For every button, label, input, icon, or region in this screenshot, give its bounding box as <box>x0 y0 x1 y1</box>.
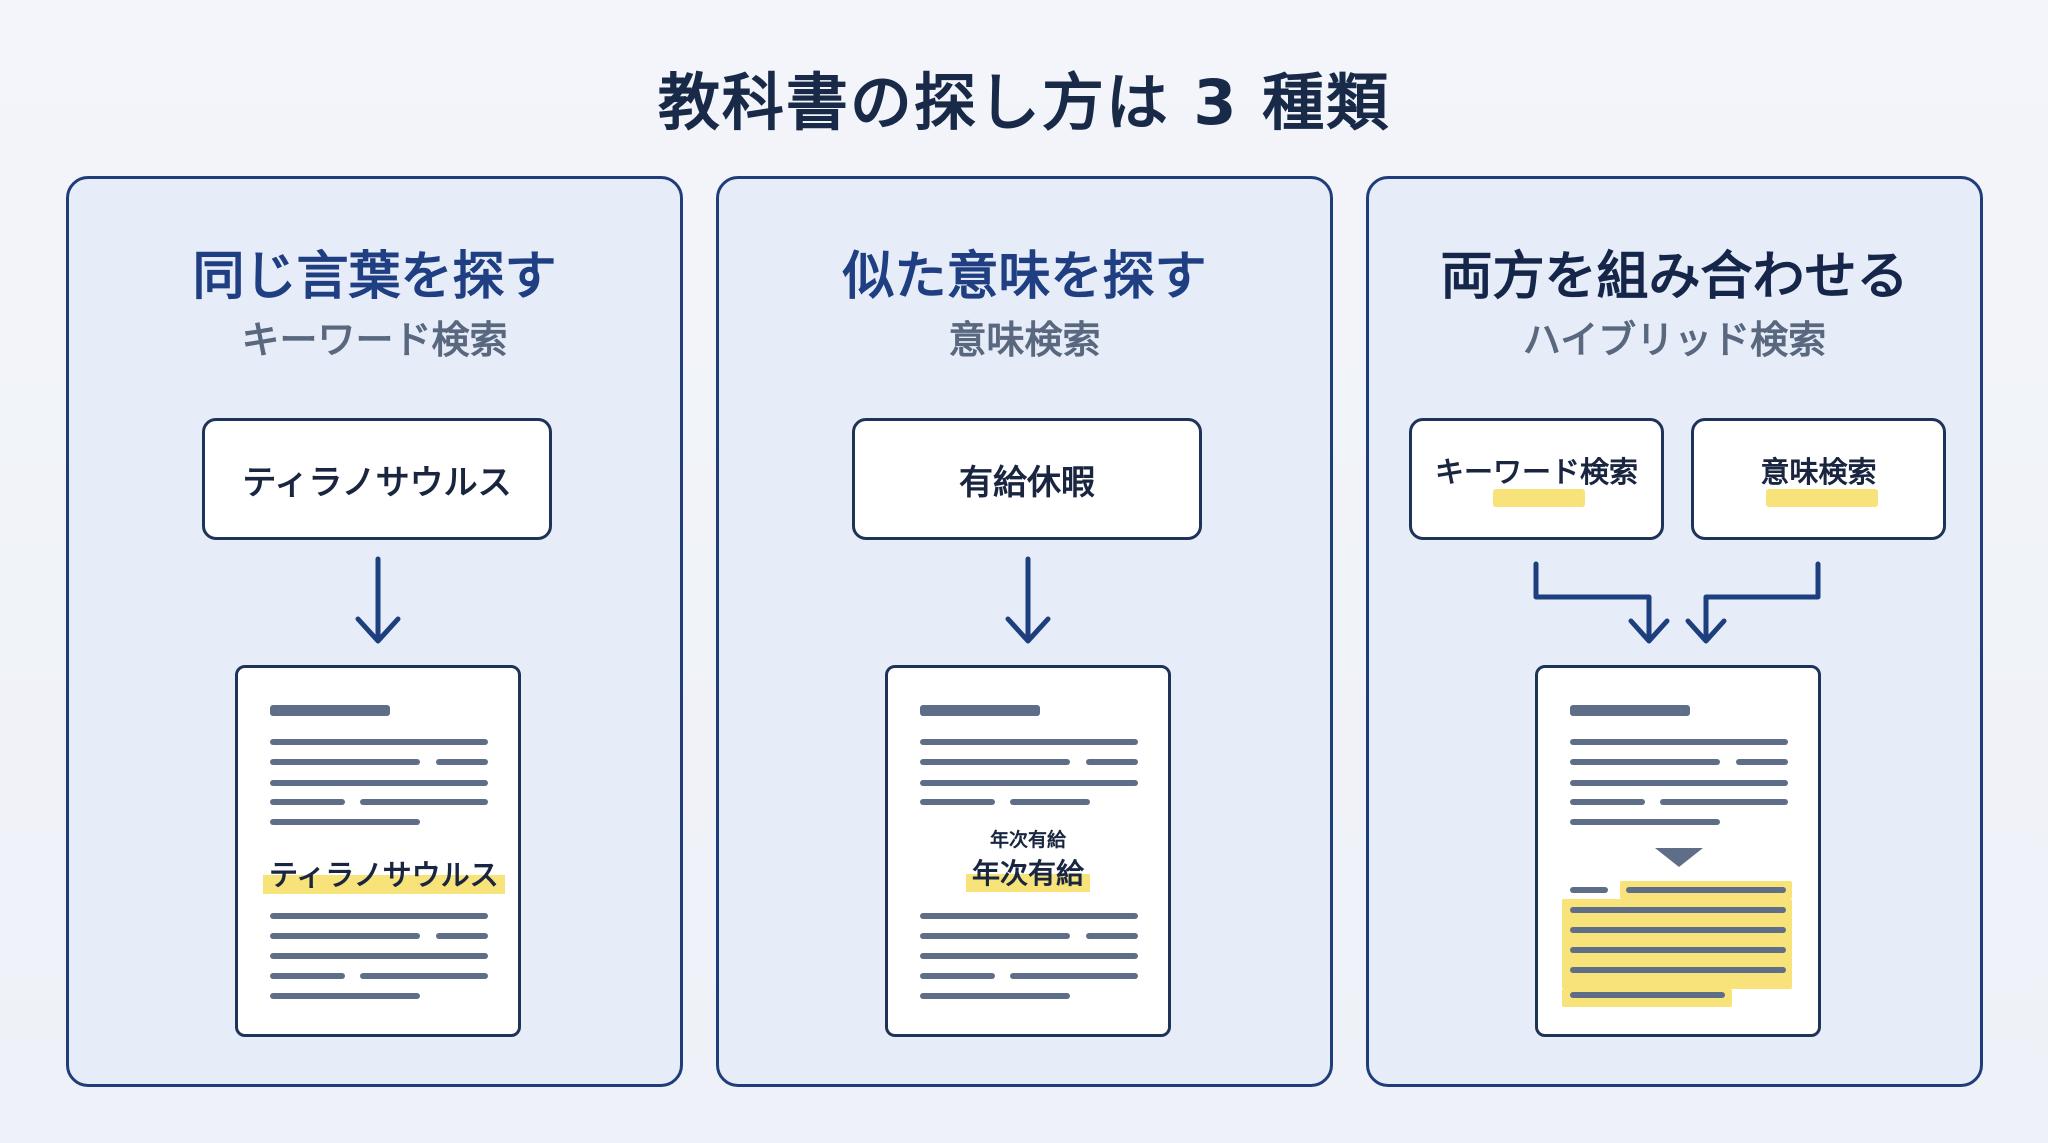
panel-title: 両方を組み合わせる <box>1440 247 1909 307</box>
doc-text-line <box>1570 739 1788 745</box>
matched-keyword: ティラノサウルス <box>263 852 505 894</box>
result-document <box>1535 665 1821 1037</box>
query-box: ティラノサウルス <box>202 418 552 540</box>
related-term-small: 年次有給 <box>989 829 1066 851</box>
doc-text-line <box>920 973 995 979</box>
doc-text-line <box>920 953 1138 959</box>
keyword-search-box: キーワード検索 <box>1409 418 1664 540</box>
doc-heading-line <box>920 705 1040 716</box>
doc-text-line <box>270 993 420 999</box>
doc-text-line <box>270 739 488 745</box>
doc-text-line <box>1570 819 1720 825</box>
doc-heading-line <box>270 705 390 716</box>
highlighted-term: 年次有給 <box>965 852 1090 892</box>
panel-subtitle: ハイブリッド検索 <box>1522 318 1827 362</box>
doc-heading-line <box>1570 705 1690 716</box>
query-box: 有給休暇 <box>852 418 1202 540</box>
matched-meaning: 年次有給 <box>888 852 1168 892</box>
doc-text-line <box>270 933 420 939</box>
doc-text-line <box>920 759 1070 765</box>
doc-text-line <box>360 973 488 979</box>
doc-text-line <box>1570 907 1786 913</box>
doc-text-line <box>920 739 1138 745</box>
highlight-band <box>1562 899 1792 989</box>
doc-text-line <box>1086 759 1138 765</box>
panel-subtitle: 意味検索 <box>948 318 1101 362</box>
doc-text-line <box>1570 992 1725 998</box>
doc-text-line <box>270 799 345 805</box>
result-document: ティラノサウルス <box>235 665 521 1037</box>
doc-text-line <box>436 933 488 939</box>
result-document: 年次有給 年次有給 <box>885 665 1171 1037</box>
panel-hybrid-search: 両方を組み合わせる ハイブリッド検索 キーワード検索 意味検索 <box>1366 176 1983 1087</box>
panel-semantic-search: 似た意味を探す 意味検索 有給休暇 年次有給 年次有給 <box>716 176 1333 1087</box>
doc-text-line <box>1570 967 1786 973</box>
highlighted-term: ティラノサウルス <box>263 852 505 894</box>
box-label: キーワード検索 <box>1434 455 1638 489</box>
doc-text-line <box>1736 759 1788 765</box>
panel-subtitle: キーワード検索 <box>241 318 508 362</box>
doc-text-line <box>1626 887 1786 893</box>
doc-text-line <box>360 799 488 805</box>
box-label: 意味検索 <box>1760 455 1877 489</box>
doc-text-line <box>436 759 488 765</box>
doc-text-line <box>920 993 1070 999</box>
semantic-search-box: 意味検索 <box>1691 418 1946 540</box>
doc-text-line <box>270 780 488 786</box>
doc-text-line <box>1010 799 1090 805</box>
doc-text-line <box>270 819 420 825</box>
highlight-marker <box>1493 489 1585 507</box>
highlight-marker <box>1766 489 1878 507</box>
doc-text-line <box>1660 799 1788 805</box>
panel-title: 同じ言葉を探す <box>192 247 557 307</box>
doc-text-line <box>1570 780 1788 786</box>
doc-text-line <box>920 780 1138 786</box>
page-title: 教科書の探し方は 3 種類 <box>657 66 1391 139</box>
doc-text-line <box>920 913 1138 919</box>
doc-text-line <box>270 953 488 959</box>
doc-text-line <box>1010 973 1138 979</box>
panel-title: 似た意味を探す <box>842 247 1207 307</box>
doc-text-line <box>1570 927 1786 933</box>
doc-text-line <box>270 913 488 919</box>
doc-text-line <box>270 973 345 979</box>
doc-text-line <box>920 799 995 805</box>
doc-text-line <box>1570 887 1608 893</box>
doc-text-line <box>1570 947 1786 953</box>
doc-text-line <box>270 759 420 765</box>
doc-text-line <box>1570 799 1645 805</box>
doc-text-line <box>920 933 1070 939</box>
panel-keyword-search: 同じ言葉を探す キーワード検索 ティラノサウルス ティラノサウルス <box>66 176 683 1087</box>
doc-text-line <box>1086 933 1138 939</box>
doc-text-line <box>1570 759 1720 765</box>
